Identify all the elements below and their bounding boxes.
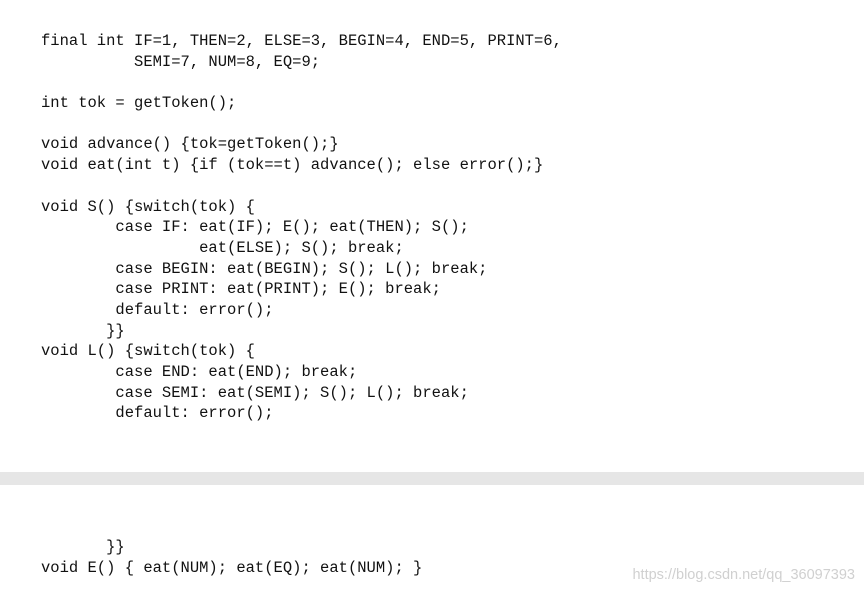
code-line: eat(ELSE); S(); break; <box>41 238 404 257</box>
code-line: case SEMI: eat(SEMI); S(); L(); break; <box>41 383 469 402</box>
code-line: void E() { eat(NUM); eat(EQ); eat(NUM); … <box>41 558 423 577</box>
code-line <box>41 176 562 197</box>
code-line: final int IF=1, THEN=2, ELSE=3, BEGIN=4,… <box>41 32 562 50</box>
code-line: case BEGIN: eat(BEGIN); S(); L(); break; <box>41 259 488 278</box>
code-line: void L() {switch(tok) { <box>41 342 255 361</box>
code-line: void S() {switch(tok) { <box>41 197 255 216</box>
code-line <box>41 72 562 93</box>
code-block-top: final int IF=1, THEN=2, ELSE=3, BEGIN=4,… <box>41 31 562 424</box>
code-line: }} <box>41 538 125 556</box>
code-line: void eat(int t) {if (tok==t) advance(); … <box>41 156 544 175</box>
code-line <box>41 114 562 135</box>
code-line: default: error(); <box>41 300 274 319</box>
code-line: void advance() {tok=getToken();} <box>41 135 339 154</box>
code-line: }} <box>41 321 125 340</box>
page-separator <box>0 472 864 485</box>
watermark-text: https://blog.csdn.net/qq_36097393 <box>632 567 855 583</box>
code-line: case PRINT: eat(PRINT); E(); break; <box>41 280 441 299</box>
code-line: int tok = getToken(); <box>41 94 237 113</box>
code-line: SEMI=7, NUM=8, EQ=9; <box>41 52 321 71</box>
code-line: default: error(); <box>41 404 274 423</box>
code-block-bottom: }} void E() { eat(NUM); eat(EQ); eat(NUM… <box>41 537 422 578</box>
code-line: case END: eat(END); break; <box>41 363 358 381</box>
code-line: case IF: eat(IF); E(); eat(THEN); S(); <box>41 218 469 237</box>
